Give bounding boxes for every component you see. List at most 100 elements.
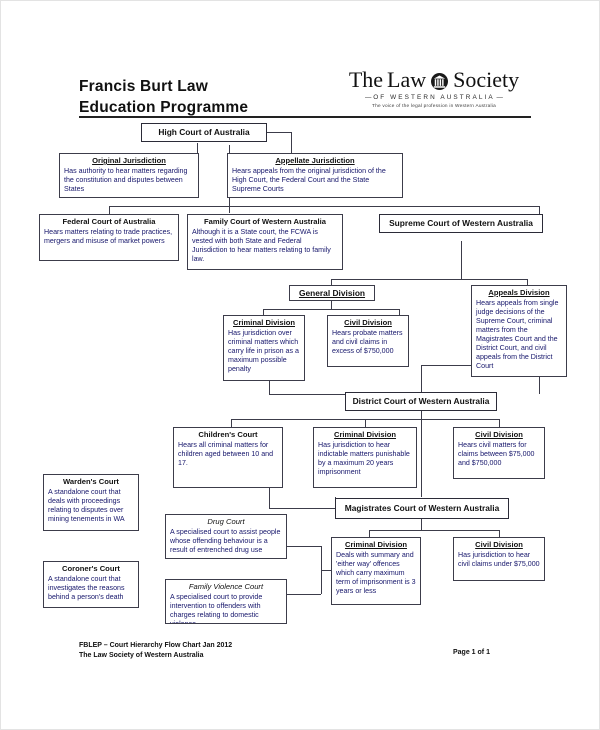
box-family-violence-court[interactable]: Family Violence Court A specialised cour… (165, 579, 287, 624)
connector-sc-civil-down (399, 309, 400, 315)
box-supreme-civil-division[interactable]: Civil Division Hears probate matters and… (327, 315, 409, 367)
box-body: Has authority to hear matters regarding … (64, 166, 188, 193)
page-title-line-2: Education Programme (79, 98, 249, 116)
box-body: A standalone court that investigates the… (48, 574, 125, 601)
box-body: Has jurisdiction to hear indictable matt… (318, 440, 410, 476)
box-title: Magistrates Court of Western Australia (344, 503, 500, 514)
footer-line-1: FBLEP – Court Hierarchy Flow Chart Jan 2… (79, 642, 233, 649)
box-title: Family Violence Court (188, 582, 264, 591)
box-title: Federal Court of Australia (62, 217, 156, 226)
box-federal-court-of-australia[interactable]: Federal Court of Australia Hears matters… (39, 214, 179, 261)
box-title: Original Jurisdiction (92, 156, 166, 165)
connector-tier2-bar (109, 206, 539, 207)
footer-line-2: The Law Society of Western Australia (79, 652, 204, 660)
box-wardens-court[interactable]: Warden's Court A standalone court that d… (43, 474, 139, 531)
box-body: A specialised court to provide intervent… (170, 592, 263, 624)
box-body: Although it is a State court, the FCWA i… (192, 227, 331, 263)
connector-childrens-out-down (269, 488, 270, 508)
connector-gendiv-split (263, 309, 399, 310)
connector-supreme-right-to-district (539, 365, 540, 394)
connector-magistrates-stem (421, 519, 422, 530)
box-title: Coroner's Court (62, 564, 120, 573)
box-appellate-jurisdiction[interactable]: Appellate Jurisdiction Hears appeals fro… (227, 153, 403, 198)
connector-mc-civil-down (499, 530, 500, 537)
page-title: Francis Burt Law Education Programme (79, 77, 319, 119)
box-district-criminal-division[interactable]: Criminal Division Has jurisdiction to he… (313, 427, 417, 488)
box-title: Civil Division (344, 318, 392, 327)
box-title: Appellate Jurisdiction (275, 156, 355, 165)
connector-childrens-out-h (269, 508, 335, 509)
connector-gendiv-to-district (269, 381, 270, 394)
box-body: Hears probate matters and civil claims i… (332, 328, 403, 355)
box-appeals-division[interactable]: Appeals Division Hears appeals from sing… (471, 285, 567, 377)
box-title: General Division (298, 287, 366, 298)
header-divider (79, 116, 531, 118)
connector-federal-down (109, 206, 110, 214)
box-title: Civil Division (475, 540, 523, 549)
connector-district-top-in (421, 365, 422, 394)
connector-magistrates-split (369, 530, 499, 531)
greek-temple-crest-icon (430, 72, 449, 90)
connector-supreme-down (539, 206, 540, 214)
connector-supreme-stem (461, 241, 462, 279)
logo-tagline: The voice of the legal profession in Wes… (372, 103, 496, 108)
box-title: Criminal Division (333, 430, 397, 439)
box-body: A specialised court to assist people who… (170, 527, 281, 554)
box-district-civil-division[interactable]: Civil Division Hears civil matters for c… (453, 427, 545, 479)
law-society-logo: The Law Society — OF WESTERN AUSTRALIA —… (338, 69, 530, 109)
box-title: Supreme Court of Western Australia (389, 218, 533, 229)
logo-word-law: Law (387, 67, 427, 92)
logo-wordmark: The Law Society (338, 69, 530, 91)
box-general-division[interactable]: General Division (289, 285, 375, 301)
box-magistrates-criminal-division[interactable]: Criminal Division Deals with summary and… (331, 537, 421, 605)
connector-gendiv-stem (331, 301, 332, 309)
connector-appeals-division-down (527, 279, 528, 285)
logo-subtitle: — OF WESTERN AUSTRALIA — (365, 94, 503, 101)
box-supreme-court-of-western-australia[interactable]: Supreme Court of Western Australia (379, 214, 543, 233)
box-magistrates-civil-division[interactable]: Civil Division Has jurisdiction to hear … (453, 537, 545, 581)
box-body: Hears all criminal matters for children … (178, 440, 274, 467)
connector-specialist-into-mc (321, 570, 331, 571)
box-title: Drug Court (207, 517, 245, 526)
box-title: Criminal Division (232, 318, 296, 327)
box-original-jurisdiction[interactable]: Original Jurisdiction Has authority to h… (59, 153, 199, 198)
box-coroners-court[interactable]: Coroner's Court A standalone court that … (43, 561, 139, 608)
connector-highcourt-right-down (291, 132, 292, 153)
box-title: Criminal Division (344, 540, 408, 549)
connector-general-division-down (331, 279, 332, 285)
footer-left: FBLEP – Court Hierarchy Flow Chart Jan 2… (79, 641, 232, 661)
connector-drugcourt-out (287, 546, 321, 547)
box-title: Children's Court (198, 430, 258, 439)
box-body: Has jurisdiction to hear civil claims un… (458, 550, 540, 568)
box-body: Has jurisdiction over criminal matters w… (228, 328, 299, 374)
page-title-line-1: Francis Burt Law (79, 78, 208, 95)
logo-word-the: The (348, 67, 384, 92)
connector-supreme-split (331, 279, 527, 280)
box-body: A standalone court that deals with proce… (48, 487, 125, 523)
box-title: High Court of Australia (158, 127, 250, 138)
connector-childrens-down (231, 419, 232, 427)
logo-subtitle-text: OF WESTERN AUSTRALIA (373, 94, 495, 101)
connector-dc-civil-down (499, 419, 500, 427)
connector-mc-criminal-down (369, 530, 370, 537)
logo-word-society: Society (453, 67, 520, 92)
box-supreme-criminal-division[interactable]: Criminal Division Has jurisdiction over … (223, 315, 305, 381)
connector-dc-criminal-down (365, 419, 366, 427)
box-magistrates-court-of-western-australia[interactable]: Magistrates Court of Western Australia (335, 498, 509, 519)
box-district-court-of-western-australia[interactable]: District Court of Western Australia (345, 392, 497, 411)
box-drug-court[interactable]: Drug Court A specialised court to assist… (165, 514, 287, 559)
box-body: Hears civil matters for claims between $… (458, 440, 535, 467)
box-body: Hears matters relating to trade practice… (44, 227, 173, 245)
box-high-court-of-australia[interactable]: High Court of Australia (141, 123, 267, 142)
connector-district-stem (421, 411, 422, 419)
box-body: Deals with summary and 'either way' offe… (336, 550, 416, 596)
box-body: Hears appeals from the original jurisdic… (232, 166, 386, 193)
box-childrens-court[interactable]: Children's Court Hears all criminal matt… (173, 427, 283, 488)
connector-familyviolence-out (287, 594, 321, 595)
box-family-court-of-western-australia[interactable]: Family Court of Western Australia Althou… (187, 214, 343, 270)
box-title: District Court of Western Australia (352, 396, 490, 407)
box-title: Family Court of Western Australia (204, 217, 326, 226)
connector-highcourt-left-down (197, 143, 198, 153)
connector-sc-criminal-down (263, 309, 264, 315)
